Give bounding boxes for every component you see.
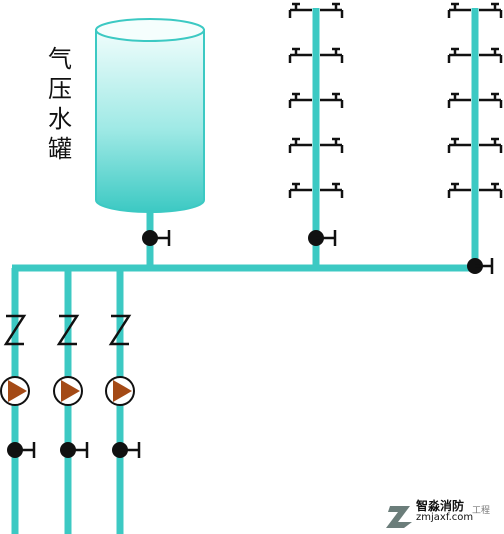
faucet-icon xyxy=(320,137,344,153)
valve-icon xyxy=(112,442,141,458)
tank-label-char: 气 xyxy=(48,45,72,73)
tank-label-char: 压 xyxy=(48,75,72,103)
faucet-icon xyxy=(479,137,503,153)
faucet-icon xyxy=(320,182,344,198)
check-valve-icon xyxy=(108,314,132,346)
faucets xyxy=(288,2,503,198)
check-valve-icon xyxy=(56,314,80,346)
pumps xyxy=(0,376,135,406)
tank-label-char: 水 xyxy=(48,105,72,133)
faucet-icon xyxy=(447,2,471,18)
pressure-tank xyxy=(95,18,205,213)
faucet-icon xyxy=(288,137,312,153)
watermark-title: 智淼消防 xyxy=(416,499,465,513)
faucet-icon xyxy=(479,92,503,108)
watermark-suffix: 工程 xyxy=(472,506,491,516)
faucet-icon xyxy=(320,47,344,63)
valve-icon xyxy=(60,442,89,458)
faucet-icon xyxy=(288,92,312,108)
pump-icon xyxy=(0,376,30,406)
faucet-icon xyxy=(479,182,503,198)
valve-icon xyxy=(308,230,337,246)
tank-label-char: 罐 xyxy=(48,135,72,163)
watermark-url: zmjaxf.com xyxy=(416,512,474,523)
pump-icon xyxy=(53,376,83,406)
faucet-icon xyxy=(288,2,312,18)
faucet-icon xyxy=(479,47,503,63)
pipe-network xyxy=(11,8,479,534)
faucet-icon xyxy=(447,92,471,108)
faucet-icon xyxy=(320,92,344,108)
watermark: 智淼消防 zmjaxf.com 工程 xyxy=(388,497,500,529)
valve-icon xyxy=(7,442,36,458)
gate-valves xyxy=(7,230,494,458)
check-valves xyxy=(3,314,132,346)
pump-icon xyxy=(105,376,135,406)
faucet-icon xyxy=(288,47,312,63)
valve-icon xyxy=(142,230,171,246)
faucet-icon xyxy=(288,182,312,198)
faucet-icon xyxy=(320,2,344,18)
valve-icon xyxy=(467,258,494,274)
faucet-icon xyxy=(447,137,471,153)
faucet-icon xyxy=(447,182,471,198)
faucet-icon xyxy=(479,2,503,18)
watermark-logo-icon xyxy=(386,506,412,528)
faucet-icon xyxy=(447,47,471,63)
check-valve-icon xyxy=(3,314,27,346)
tank-label: 气 压 水 罐 xyxy=(42,44,78,164)
